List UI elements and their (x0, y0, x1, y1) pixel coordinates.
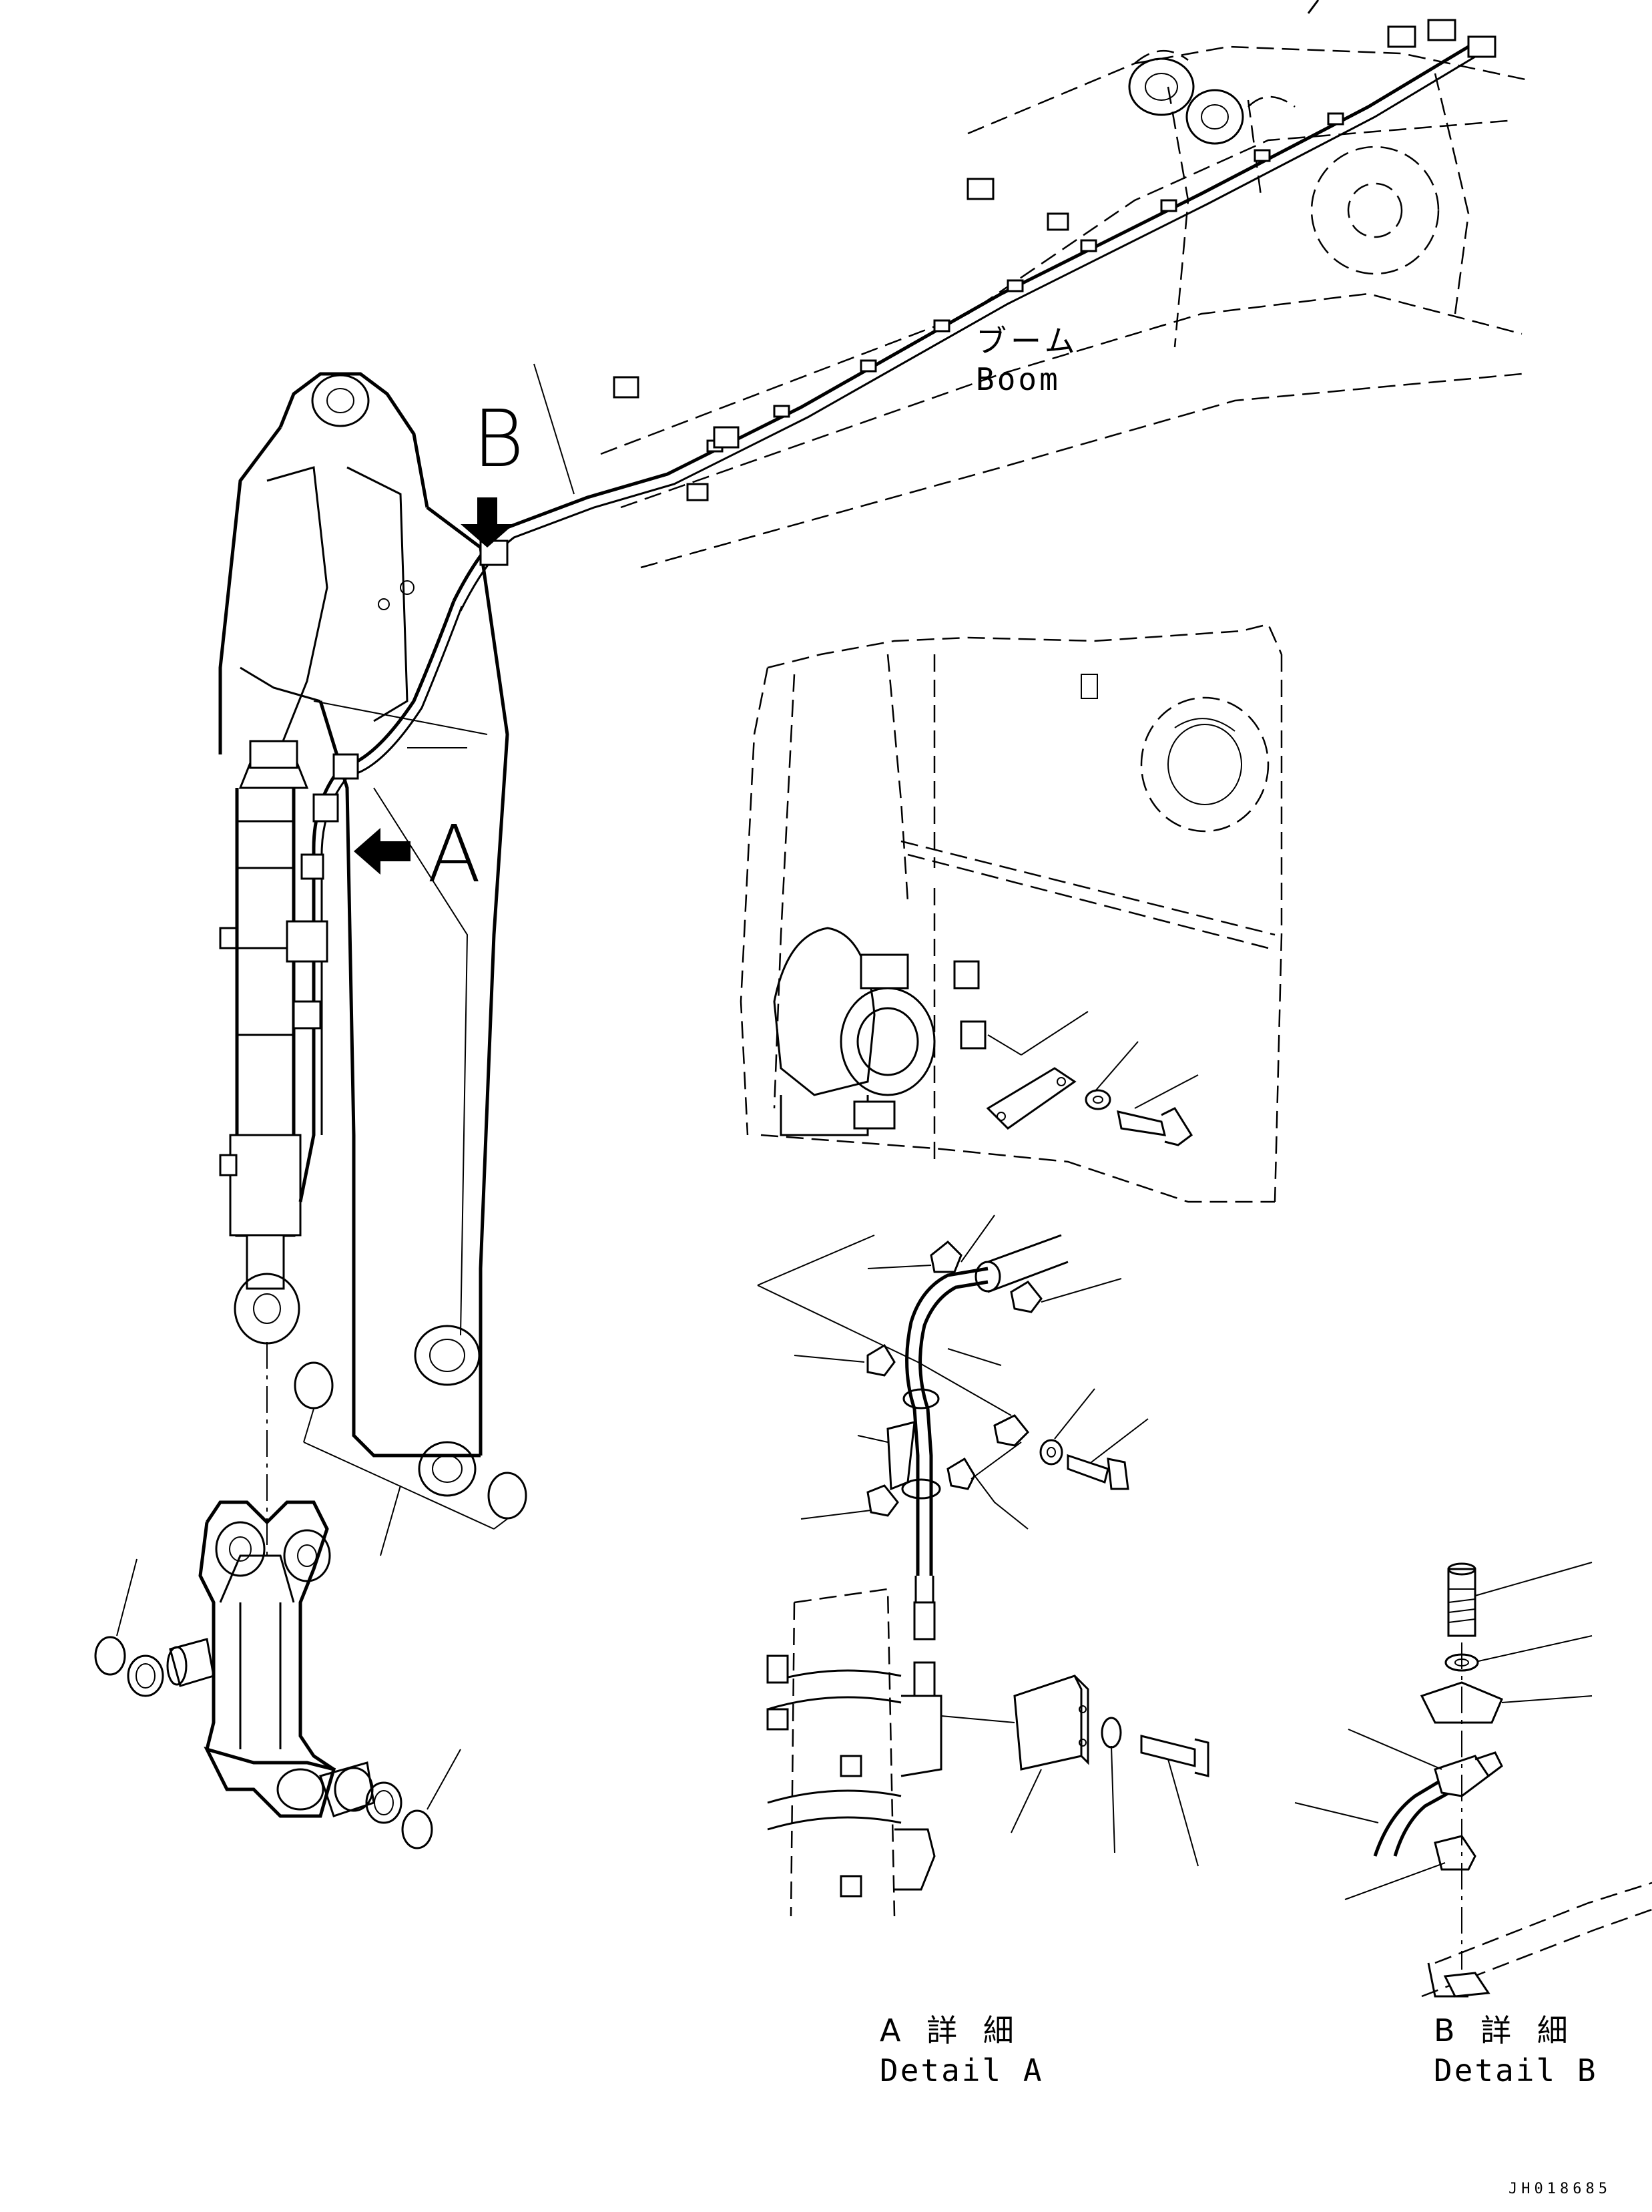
pin-seals (94, 1361, 527, 1849)
boom-outline (600, 45, 1529, 569)
view-label-a: A (427, 808, 481, 900)
boom-foot-pins (1128, 57, 1244, 145)
boom-label-en: Boom (976, 361, 1061, 397)
drawing-code: JH018685 (1508, 2181, 1611, 2197)
boom-harness (452, 0, 1496, 612)
view-arrow-left-icon (354, 828, 410, 875)
detail-b-title-en: Detail B (1434, 2052, 1598, 2088)
leader-b (533, 363, 575, 495)
arm-harness (219, 539, 509, 1202)
detail-b-parts (1294, 1562, 1652, 1998)
detail-a-clamps (757, 1214, 1149, 1530)
boom-label-jp: ブーム (976, 323, 1079, 359)
detail-a-title-jp: A 詳 細 (880, 2012, 1022, 2048)
bucket-link (198, 1342, 336, 1818)
view-arrow-down-icon (461, 497, 514, 547)
view-label-b: B (473, 393, 525, 485)
arm-body (218, 372, 509, 1497)
arm-cylinder (229, 740, 309, 1345)
detail-a-cylinder (766, 1588, 1209, 1917)
detail-b-title-jp: B 詳 細 (1434, 2012, 1576, 2048)
detail-arm-end (740, 623, 1283, 1203)
detail-a-title-en: Detail A (880, 2052, 1044, 2088)
detail-a-hose (901, 1234, 1069, 1640)
